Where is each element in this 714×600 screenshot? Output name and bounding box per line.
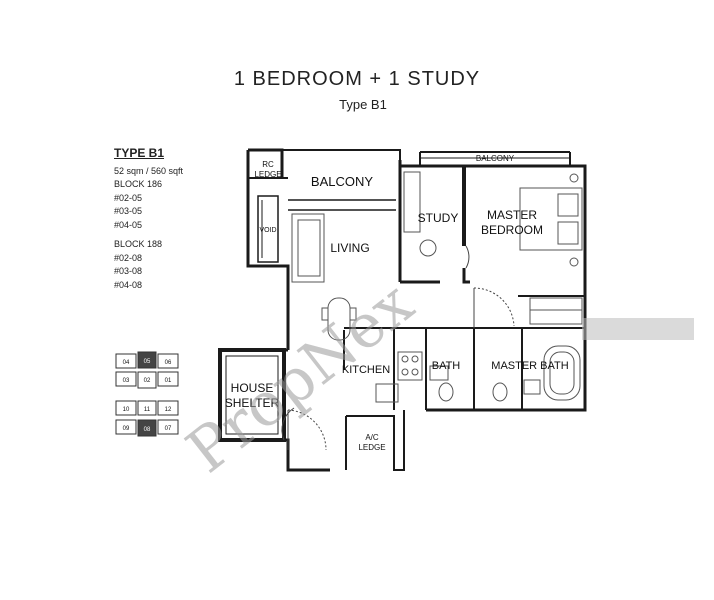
ac-ledge-label: A/C xyxy=(365,433,379,442)
unit-number: #02-05 xyxy=(114,192,143,203)
kitchen-sink-icon xyxy=(375,383,399,403)
block-name: BLOCK 186 xyxy=(114,179,163,189)
top-balcony-label: BALCONY xyxy=(476,154,515,163)
plan-title: 1 BEDROOM + 1 STUDY xyxy=(233,68,481,90)
watermark-text: PropNex xyxy=(174,268,426,487)
toilet-icon xyxy=(438,382,508,402)
key-plan-highlight xyxy=(137,351,157,369)
basin-icon xyxy=(429,365,541,395)
study-label: STUDY xyxy=(418,211,459,225)
block-name: BLOCK 188 xyxy=(114,239,163,249)
unit-info-panel: TYPE B1 52 sqm / 560 sqft BLOCK 186 #02-… xyxy=(114,146,184,292)
key-plan-unit: 07 xyxy=(165,426,172,432)
sofa-icon xyxy=(291,213,325,283)
bathtub-icon xyxy=(543,345,581,401)
plan-subtitle: Type B1 xyxy=(339,97,387,112)
bed-icon xyxy=(519,173,583,267)
house-shelter-label: SHELTER xyxy=(225,396,280,410)
watermark-banner xyxy=(582,318,694,340)
unit-number: #03-08 xyxy=(114,266,143,276)
key-plan-unit: 09 xyxy=(123,426,130,432)
key-plan-unit: 11 xyxy=(144,407,151,413)
key-plan-unit: 06 xyxy=(165,360,172,366)
key-plan-lower: 10 11 12 09 08 07 xyxy=(115,400,179,437)
key-plan-unit: 02 xyxy=(144,378,151,384)
key-plan-unit: 01 xyxy=(165,378,172,384)
unit-number: #04-05 xyxy=(114,219,143,230)
key-plan-unit: 04 xyxy=(123,360,130,366)
dining-table-icon xyxy=(321,297,357,341)
ac-ledge-label: LEDGE xyxy=(358,443,385,452)
walls xyxy=(218,148,587,472)
master-bath-label: MASTER BATH xyxy=(491,360,568,372)
stove-icon xyxy=(397,351,423,381)
key-plan-upper: 04 05 06 03 02 01 xyxy=(115,351,179,389)
wardrobe-icon xyxy=(529,297,583,325)
house-shelter-label: HOUSE xyxy=(231,381,274,395)
unit-area: 52 sqm / 560 sqft xyxy=(114,165,184,176)
key-plan-unit: 08 xyxy=(144,427,151,433)
bath-label: BATH xyxy=(432,360,461,372)
study-desk-icon xyxy=(403,171,437,257)
unit-number: #02-08 xyxy=(114,252,143,263)
doors xyxy=(281,245,515,451)
key-plan-highlight xyxy=(137,419,157,437)
room-labels: RC LEDGE VOID BALCONY BALCONY LIVING STU… xyxy=(225,154,569,452)
unit-number: #04-08 xyxy=(114,279,143,290)
key-plan-unit: 05 xyxy=(144,359,151,365)
watermark-logo: PropNex xyxy=(174,268,694,487)
key-plan: 04 05 06 03 02 01 10 11 12 09 08 07 xyxy=(115,351,179,437)
key-plan-unit: 12 xyxy=(165,407,172,413)
void-label: VOID xyxy=(259,227,276,234)
key-plan-unit: 03 xyxy=(123,378,130,384)
kitchen-label: KITCHEN xyxy=(342,364,390,376)
unit-type-label: TYPE B1 xyxy=(114,146,165,160)
unit-number: #03-05 xyxy=(114,206,143,216)
furniture xyxy=(291,171,583,403)
living-label: LIVING xyxy=(330,241,369,255)
key-plan-unit: 10 xyxy=(123,407,130,413)
rc-ledge-label: LEDGE xyxy=(254,170,281,179)
rc-ledge-label: RC xyxy=(262,160,274,169)
master-bedroom-label: MASTER xyxy=(487,208,537,222)
balcony-label: BALCONY xyxy=(311,174,373,189)
master-bedroom-label: BEDROOM xyxy=(481,223,543,237)
